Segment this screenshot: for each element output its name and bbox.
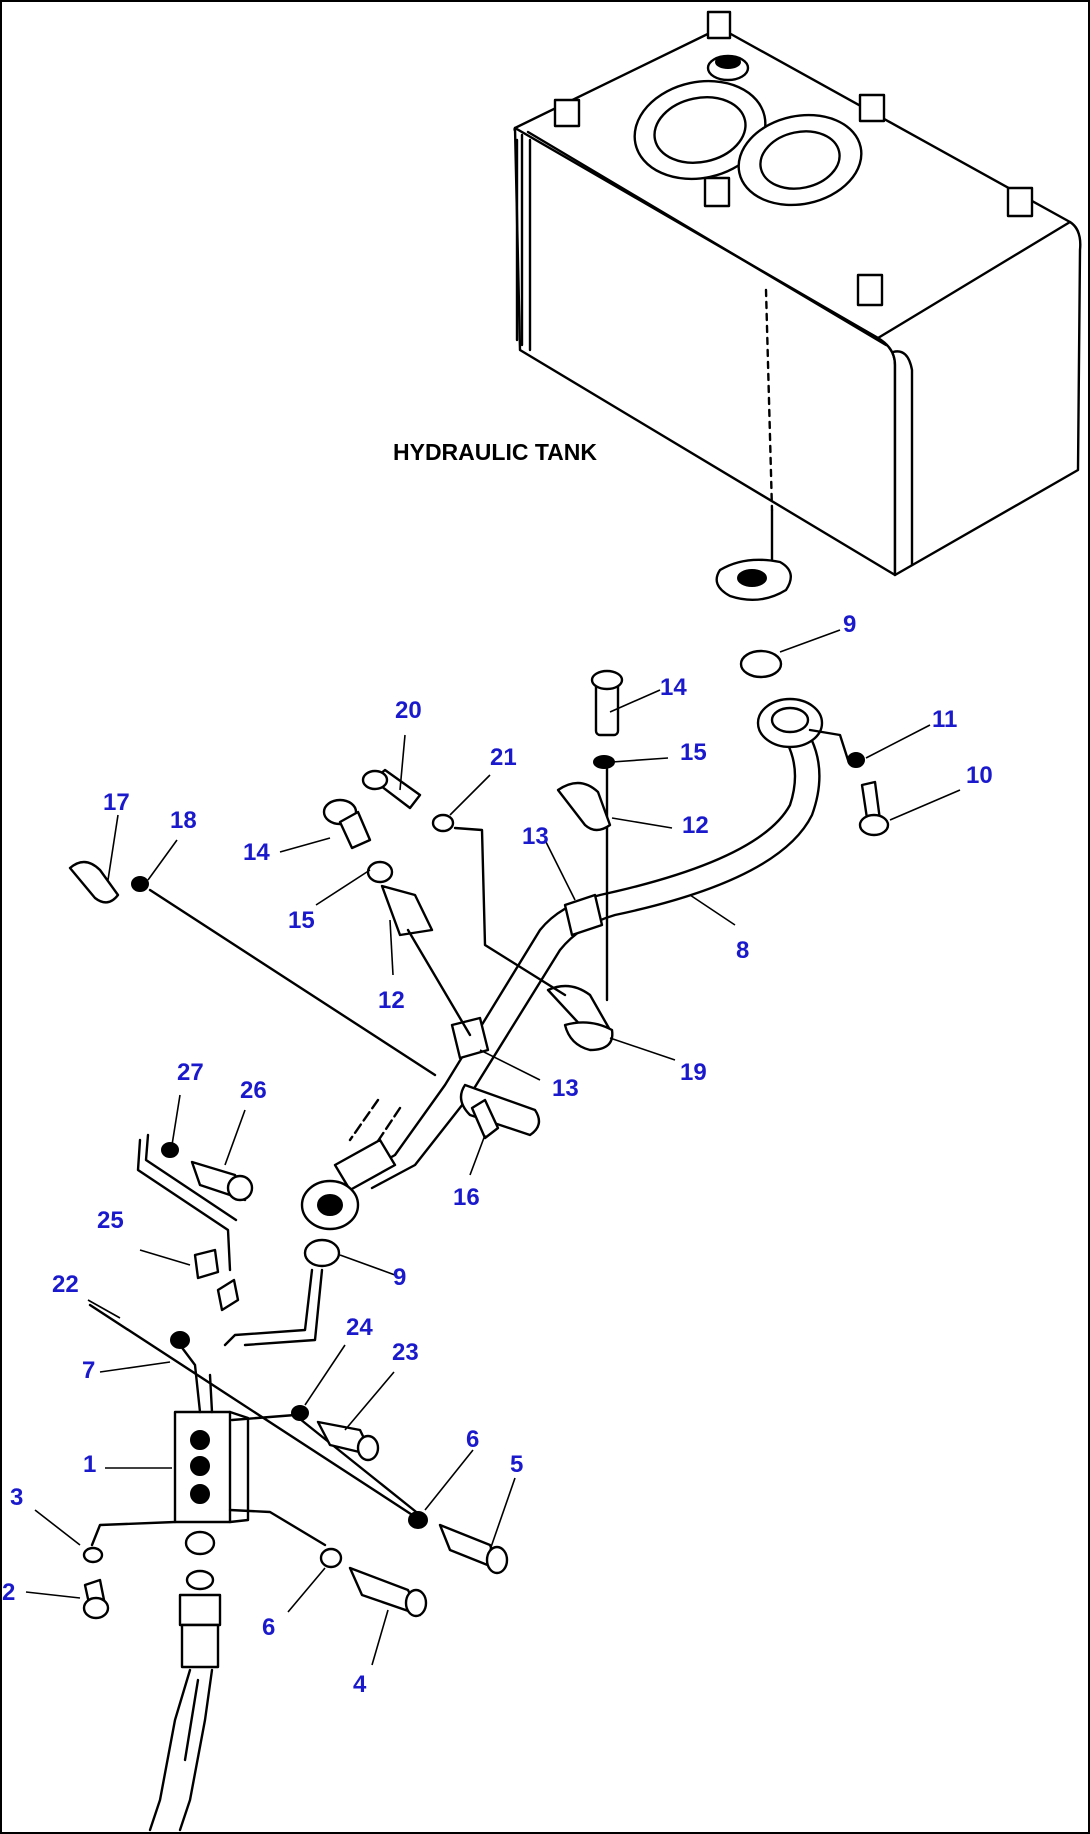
callout-14: 14: [243, 839, 270, 866]
callout-14: 14: [660, 674, 687, 701]
callout-26: 26: [240, 1077, 267, 1104]
callout-24: 24: [346, 1314, 373, 1341]
bolt-20-washer-21: [361, 768, 567, 997]
o-ring-9-upper: [739, 649, 783, 679]
callout-27: 27: [177, 1059, 204, 1086]
clip-10-11: [808, 728, 890, 837]
bolt-5-washer-6: [408, 1511, 509, 1575]
callout-2: 2: [2, 1579, 15, 1606]
callout-12: 12: [682, 812, 709, 839]
callout-13: 13: [552, 1075, 579, 1102]
suction-hose-8: [300, 697, 824, 1231]
callout-11: 11: [932, 706, 957, 733]
rod-17-18: [68, 860, 437, 1077]
callout-4: 4: [353, 1671, 367, 1698]
bolt-4-washer-6: [228, 1508, 428, 1618]
callout-8: 8: [736, 937, 749, 964]
bolt-23-washer-24: [291, 1405, 380, 1462]
callout-5: 5: [510, 1451, 523, 1478]
callout-23: 23: [392, 1339, 419, 1366]
callout-7: 7: [82, 1357, 95, 1384]
lower-hose-fitting: [148, 1530, 222, 1832]
bolt-14-lower-assembly: [322, 798, 472, 1037]
callout-19: 19: [680, 1059, 707, 1086]
callout-16: 16: [453, 1184, 480, 1211]
callout-12: 12: [378, 987, 405, 1014]
callout-9: 9: [843, 611, 856, 638]
leader-lines: [25, 629, 961, 1666]
callout-18: 18: [170, 807, 197, 834]
callout-13: 13: [522, 823, 549, 850]
callout-6: 6: [262, 1614, 275, 1641]
callouts: 9 14 15 11 10 12 20 21 17 18 14 13 15 8 …: [2, 611, 993, 1698]
valve-block-1: [88, 1303, 422, 1524]
tank-label: HYDRAULIC TANK: [393, 439, 597, 465]
callout-21: 21: [490, 744, 517, 771]
bracket-16: [459, 1083, 541, 1140]
callout-22: 22: [52, 1271, 79, 1298]
callout-25: 25: [97, 1207, 124, 1234]
callout-15: 15: [288, 907, 315, 934]
callout-3: 3: [10, 1484, 23, 1511]
callout-15: 15: [680, 739, 707, 766]
plug-2-o-ring-3: [82, 1520, 177, 1620]
callout-9: 9: [393, 1264, 406, 1291]
callout-1: 1: [83, 1451, 96, 1478]
callout-6: 6: [466, 1426, 479, 1453]
bolt-14-upper-assembly: [546, 669, 624, 1052]
callout-17: 17: [103, 789, 130, 816]
hydraulic-tank: [513, 10, 1082, 602]
callout-20: 20: [395, 697, 422, 724]
callout-10: 10: [966, 762, 993, 789]
bracket-25-26-27: [136, 1133, 254, 1312]
o-ring-9-lower: [223, 1238, 341, 1347]
